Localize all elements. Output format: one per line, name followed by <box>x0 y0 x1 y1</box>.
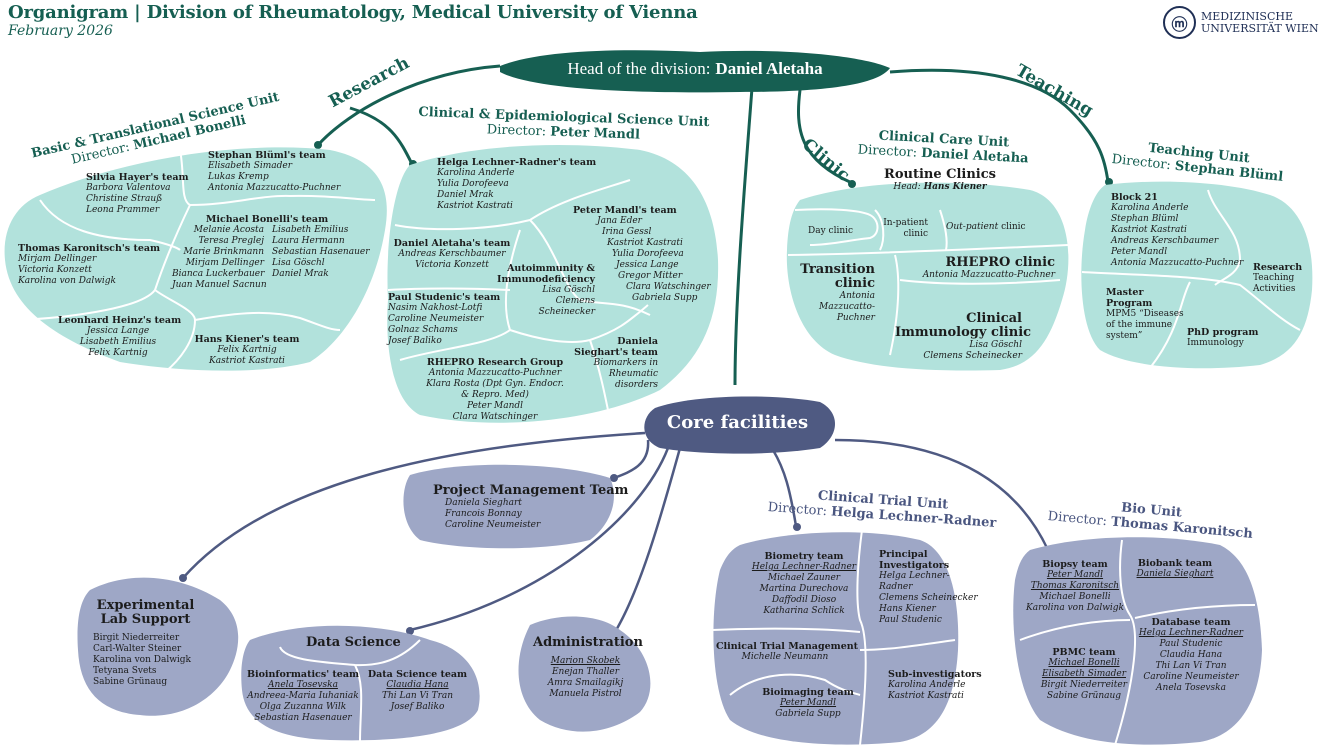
team-karonitsch: Thomas Karonitsch's team Mirjam Dellinge… <box>18 243 161 286</box>
team-bonelli: Michael Bonelli's team Melanie Acosta Te… <box>172 214 370 290</box>
connector-research-clinical <box>349 106 414 165</box>
bio-unit-blob <box>1013 537 1262 745</box>
connector-clinic <box>797 89 853 185</box>
clinical-epi-unit-blob <box>387 145 719 423</box>
inpatient-clinic: In-patient clinic <box>883 218 928 239</box>
project-management-team: Project Management Team Daniela Sieghart… <box>433 483 629 531</box>
team-hayer: Silvia Hayer's team Barbora Valentova Ch… <box>86 172 189 215</box>
basic-unit-blob <box>4 147 387 371</box>
core-facilities: Core facilities <box>666 412 809 433</box>
connectors-top <box>316 64 1110 386</box>
bioimaging-team: Bioimaging team Peter Mandl Gabriela Sup… <box>762 687 854 719</box>
master-program: Master Program MPM5 “Diseases of the imm… <box>1106 287 1184 341</box>
connector-project-mgmt <box>613 439 650 480</box>
clinical-trial-management: Clinical Trial Management Michelle Neuma… <box>716 641 859 662</box>
head-label: Head: <box>893 182 921 192</box>
logo-line-1: MEDIZINISCHE <box>1201 9 1293 23</box>
connectors-core <box>182 431 1050 633</box>
biopsy-team: Biopsy team Peter Mandl Thomas Karonitsc… <box>1025 559 1124 613</box>
project-mgmt-blob <box>403 464 614 549</box>
teaching-unit-blob <box>1081 181 1313 369</box>
data-science-team: Data Science team Claudia Hana Thi Lan V… <box>367 669 468 712</box>
connector-dot <box>793 523 801 531</box>
transition-clinic: Transition clinic Antonia Mazzucatto- Pu… <box>800 262 875 324</box>
director-label: Director: <box>486 122 547 140</box>
team-lechner-radner: Helga Lechner-Radner's team Karolina And… <box>437 157 597 211</box>
team-mandl: Peter Mandl's team Jana Eder Irina Gessl… <box>573 205 711 303</box>
pbmc-team: PBMC team Michael Bonelli Elisabeth Sima… <box>1040 647 1128 701</box>
rhepro-clinic: RHEPRO clinic Antonia Mazzucatto-Puchner <box>922 255 1055 281</box>
head-blob <box>500 50 890 93</box>
team-sieghart: Daniela Sieghart's team Biomarkers in Rh… <box>574 336 658 390</box>
director-label: Director: <box>857 142 918 161</box>
database-team: Database team Helga Lechner-Radner Paul … <box>1138 617 1244 693</box>
data-science-title: Data Science <box>306 635 401 650</box>
biometry-team: Biometry team Helga Lechner-Radner Micha… <box>751 551 857 616</box>
head-prefix: Head of the division: <box>567 59 711 78</box>
connector-dot <box>610 474 618 482</box>
connector-teaching <box>889 68 1110 183</box>
page-date: February 2026 <box>8 23 113 39</box>
administration: Administration Marion Skobek Enejan Thal… <box>533 635 643 700</box>
outpatient-clinic: Out-patient clinic <box>946 222 1026 232</box>
connector-core <box>733 87 754 386</box>
routine-clinics: Routine Clinics Head: Hans Kiener <box>884 167 996 193</box>
head-name: Daniel Aletaha <box>715 59 823 78</box>
clinical-trial-unit-blob <box>713 532 959 745</box>
connector-clinical-trial <box>771 449 798 527</box>
routine-clinics-head: Hans Kiener <box>923 182 987 192</box>
connector-bio-unit <box>834 438 1050 551</box>
administration-blob <box>518 616 651 732</box>
biobank-team: Biobank team Daniela Sieghart <box>1136 558 1214 579</box>
team-bluml: Stephan Blüml's team Elisabeth Simader L… <box>208 150 341 193</box>
connector-dot <box>314 141 322 149</box>
university-logo[interactable]: ⓜ MEDIZINISCHE UNIVERSITÄT WIEN <box>1163 6 1319 39</box>
team-autoimmunity: Autoimmunity & Immunodeficiency Lisa Gös… <box>497 263 595 317</box>
connector-dot <box>406 627 414 635</box>
team-aletaha: Daniel Aletaha's team Andreas Kerschbaum… <box>393 238 511 270</box>
sub-investigators: Sub-investigators Karolina Anderle Kastr… <box>888 669 982 701</box>
team-rhepro-research: RHEPRO Research Group Antonia Mazzucatto… <box>426 357 564 422</box>
connector-administration <box>613 447 682 633</box>
connector-lab-support <box>182 431 646 579</box>
clinical-epi-unit-director: Peter Mandl <box>550 124 641 143</box>
connector-dot <box>1105 178 1113 186</box>
connector-dot <box>848 180 856 188</box>
page-title: Organigram | Division of Rheumatology, M… <box>8 2 698 23</box>
team-studenic: Paul Studenic's team Nasim Nakhost-Lotfi… <box>388 292 501 346</box>
core-facilities-blob <box>644 396 835 454</box>
clinical-immunology-clinic: Clinical Immunology clinic Lisa Göschl C… <box>895 311 1032 362</box>
research-teaching-activities: Research Teaching Activities <box>1253 262 1303 294</box>
head-of-division: Head of the division: Daniel Aletaha <box>500 50 890 88</box>
connector-research-basic <box>316 64 501 147</box>
team-heinz: Leonhard Heinz's team Jessica Lange Lisa… <box>58 315 182 358</box>
team-kiener: Hans Kiener's team Felix Kartnig Kastrio… <box>194 334 300 366</box>
muw-logo-icon: ⓜ <box>1163 6 1196 39</box>
logo-line-2: UNIVERSITÄT WIEN <box>1201 21 1319 35</box>
connector-dot <box>179 574 187 582</box>
block-21: Block 21 Karolina Anderle Stephan Blüml … <box>1111 192 1244 268</box>
principal-investigators: Principal Investigators Helga Lechner- R… <box>879 549 978 625</box>
day-clinic: Day clinic <box>808 226 854 236</box>
bioinformatics-team: Bioinformatics' team Anela Tosevska Andr… <box>246 669 360 723</box>
lab-support-blob <box>77 577 239 716</box>
connector-data-science <box>409 447 670 632</box>
phd-program: PhD program Immunology <box>1187 327 1259 348</box>
clinical-care-unit-blob <box>786 182 1069 371</box>
experimental-lab-support: Experimental Lab Support Birgit Niederre… <box>93 598 195 688</box>
